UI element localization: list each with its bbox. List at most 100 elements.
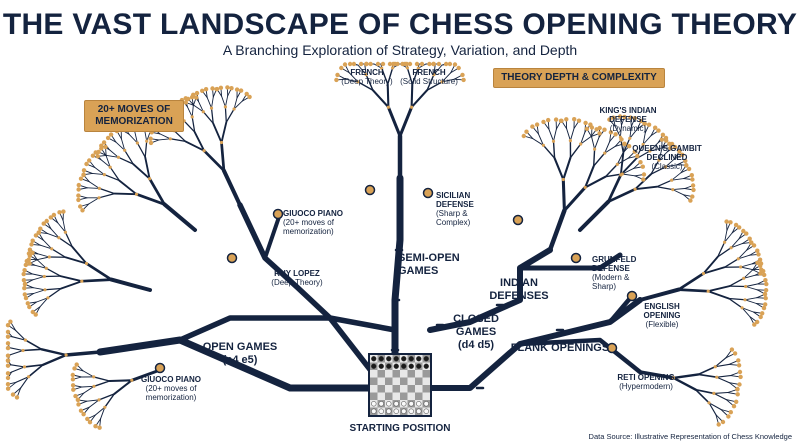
tree-node-dot-111: [123, 148, 127, 152]
tree-node-dot-68: [194, 90, 200, 96]
tree-node-dot-71: [203, 87, 209, 92]
tree-branch-83: [221, 168, 242, 207]
trunk-path-2: [177, 315, 398, 343]
tree-branch-431: [650, 159, 660, 175]
giuoco-low-detail2: memorization): [145, 393, 197, 402]
tree-node-dot-190: [103, 405, 107, 409]
board-square-4-4: [400, 385, 408, 393]
tree-branch-231: [32, 273, 45, 277]
tree-node-dot-237: [603, 151, 607, 155]
tree-node-dot-77: [225, 85, 230, 90]
tree-branch-439: [665, 158, 675, 168]
tree-node-dot-158: [57, 236, 61, 240]
tree-branch-445: [634, 185, 658, 191]
tree-node-dot-45: [148, 136, 153, 141]
chess-piece-icon-1-2: [386, 363, 392, 369]
tree-node-dot-332: [760, 311, 765, 316]
tree-node-dot-109: [99, 143, 104, 148]
tree-branch-175: [105, 155, 111, 168]
tree-branch-479: [737, 249, 748, 260]
tree-node-dot-224: [572, 117, 577, 122]
tree-branch-353: [566, 128, 571, 142]
tree-node-dot-298: [733, 222, 739, 228]
tree-node-dot-154: [29, 242, 34, 247]
tree-node-dot-308: [755, 248, 760, 253]
tree-branch-376: [604, 141, 611, 154]
giuoco-high-detail2: memorization): [283, 227, 334, 236]
queens-gambit-detail1: (Classic): [651, 162, 683, 171]
tree-node-dot-130: [27, 304, 32, 310]
tree-branch-181: [106, 154, 119, 158]
tree-node-dot-230: [597, 131, 602, 136]
french-solid-detail1: (Solid Structure): [400, 77, 458, 86]
tree-branch-265: [64, 231, 73, 248]
tree-node-dot-251: [641, 177, 646, 182]
board-square-2-2: [385, 370, 393, 378]
tree-node-dot-175: [5, 375, 11, 381]
tree-node-dot-64: [201, 110, 205, 114]
tree-branch-68: [410, 89, 429, 109]
chess-piece-icon-1-4: [401, 363, 407, 369]
tree-node-dot-305: [736, 257, 740, 261]
kings-indian-name1: KING'S INDIAN: [599, 106, 657, 115]
tree-branch-184: [108, 149, 119, 158]
tree-node-dot-153: [50, 247, 54, 251]
tree-node-dot-195: [97, 398, 101, 402]
tree-node-dot-1: [356, 80, 360, 84]
tree-branch-397: [578, 199, 611, 232]
tree-branch-416: [642, 132, 646, 145]
tree-branch-438: [650, 166, 667, 175]
branch-label-closed-games: CLOSED GAMES (d4 d5): [432, 313, 520, 352]
tree-branch-541: [713, 391, 729, 394]
tree-node-dot-340: [736, 358, 741, 363]
tree-node-dot-287: [689, 173, 694, 178]
tree-branch-356: [569, 128, 575, 142]
tree-branch-272: [64, 350, 102, 357]
open-games-line1: OPEN GAMES: [202, 341, 278, 353]
tree-node-dot-11: [380, 66, 384, 70]
tree-node-dot-137: [42, 274, 46, 279]
tree-node-dot-155: [30, 238, 35, 243]
tree-node-dot-233: [584, 126, 590, 131]
tree-node-dot-6: [364, 73, 368, 77]
tree-node-dot-185: [5, 334, 11, 339]
tree-node-dot-95: [102, 173, 106, 177]
tree-node-dot-186: [5, 329, 11, 335]
trunk-path-0: [391, 174, 404, 382]
tree-branch-31: [357, 64, 367, 76]
tree-node-dot-231: [583, 185, 587, 189]
tree-node-dot-321: [744, 284, 748, 289]
tree-branch-234: [45, 267, 62, 277]
queens-gambit-name1: QUEEN'S GAMBIT: [632, 144, 702, 153]
giuoco-low-name: GIUOCO PIANO: [140, 375, 201, 384]
tree-branch-509: [728, 297, 746, 301]
tree-branch-442: [665, 164, 678, 168]
tree-node-dot-89: [76, 193, 81, 198]
reti-detail1: (Hypermodern): [619, 382, 673, 391]
tree-branch-148: [113, 192, 138, 196]
tree-branch-363: [580, 136, 592, 145]
tree-branch-547: [694, 388, 710, 404]
tree-node-dot-200: [92, 384, 96, 388]
chess-piece-icon-7-7: [423, 408, 429, 414]
tree-node-dot-187: [5, 323, 11, 328]
tree-node-dot-138: [22, 281, 28, 287]
chess-piece-icon-6-0: [371, 401, 377, 407]
english-name1: ENGLISH: [644, 302, 680, 311]
tree-node-dot-206: [70, 377, 76, 382]
tree-node-dot-76: [218, 85, 224, 91]
tree-branch-179: [132, 163, 151, 180]
tree-branch-273: [41, 353, 68, 366]
branch-label-flank: FLANK OPENINGS: [505, 342, 615, 355]
tree-node-dot-162: [44, 218, 49, 224]
tree-branch-244: [37, 256, 50, 261]
tree-branch-194: [144, 156, 151, 180]
tree-node-dot-333: [758, 314, 763, 320]
tree-node-dot-217: [541, 119, 546, 125]
semi-open-line1: SEMI-OPEN: [398, 252, 460, 264]
tree-node-dot-261: [638, 118, 644, 124]
tree-branch-493: [707, 285, 731, 293]
tree-branch-163: [118, 179, 138, 196]
tree-node-dot-282: [683, 158, 688, 164]
tree-branch-312: [98, 393, 115, 401]
